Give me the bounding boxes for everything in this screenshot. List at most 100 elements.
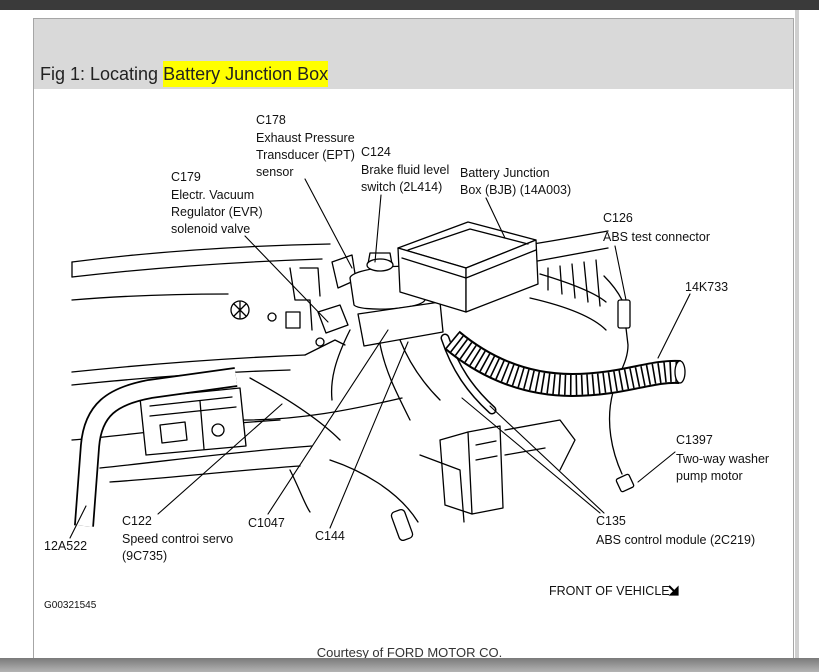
- speed-control-servo: [159, 421, 188, 444]
- callout-code-c124: C124: [361, 145, 391, 159]
- leader-line-c122: [157, 403, 283, 515]
- figure-title-prefix: Fig 1: Locating: [40, 64, 164, 84]
- figure-header: Fig 1: Locating Battery Junction Box: [34, 19, 793, 89]
- leader-line-c144: [329, 341, 409, 529]
- evr-solenoid-valve: [315, 337, 325, 347]
- callout-text-c178: Transducer (EPT): [256, 148, 355, 162]
- master-cylinder: [357, 301, 444, 347]
- speed-control-servo: [211, 423, 225, 437]
- callout-text-c178: sensor: [256, 165, 294, 179]
- brake-fluid-reservoir-cap: [367, 252, 393, 265]
- leader-line-14k733: [657, 293, 691, 359]
- battery-junction-box: [465, 239, 539, 313]
- firewall-grommet: [230, 300, 250, 320]
- right-scroll-edge: [795, 10, 799, 658]
- cowl-edge: [71, 258, 323, 278]
- abs-control-module: [467, 425, 504, 515]
- callout-text-bjb: Battery Junction: [460, 166, 550, 180]
- callout-code-c126: C126: [603, 211, 633, 225]
- brake-line: [399, 339, 441, 401]
- callout-text-c122: (9C735): [122, 549, 167, 563]
- leader-line-c179: [244, 235, 329, 323]
- radiator-support-line: [289, 469, 311, 513]
- callout-code-12a522: 12A522: [44, 539, 87, 553]
- callout-text-c179: solenoid valve: [171, 222, 250, 236]
- figure-id: G00321545: [44, 600, 97, 611]
- callout-text-c135: ABS control module (2C219): [596, 533, 755, 547]
- leader-line-c124: [374, 194, 382, 263]
- leader-line-12a522: [69, 505, 87, 539]
- cowl-edge: [71, 243, 331, 263]
- abs-control-module: [439, 431, 473, 515]
- figure-title: Fig 1: Locating Battery Junction Box: [40, 61, 329, 87]
- battery-junction-box-lid: [407, 228, 529, 251]
- callout-text-c124: Brake fluid level: [361, 163, 449, 177]
- figure-panel: Fig 1: Locating Battery Junction Box: [33, 18, 794, 672]
- callout-text-bjb: Box (BJB) (14A003): [460, 183, 571, 197]
- leader-line-bjb: [485, 197, 506, 239]
- speed-control-cable: [243, 397, 403, 421]
- inner-fender-line: [109, 465, 301, 483]
- callout-text-c179: Electr. Vacuum: [171, 188, 254, 202]
- leader-line-c135: [489, 405, 605, 514]
- callout-code-c122: C122: [122, 514, 152, 528]
- leader-lines: [69, 178, 691, 539]
- callout-code-c144: C144: [315, 529, 345, 543]
- evr-solenoid-valve: [317, 304, 349, 334]
- firewall-grommet: [233, 301, 247, 319]
- callout-code-c179: C179: [171, 170, 201, 184]
- fender-line: [71, 354, 306, 373]
- wiring-harness-conduit: [445, 332, 681, 395]
- bracket: [289, 267, 313, 331]
- callout-code-c178: C178: [256, 113, 286, 127]
- callout-text-c122: Speed controi servo: [122, 532, 233, 546]
- leader-line-c126: [614, 245, 627, 301]
- top-bar: [0, 0, 819, 10]
- callout-code-14k733: 14K733: [685, 280, 728, 294]
- callout-text-c178: Exhaust Pressure: [256, 131, 355, 145]
- radiator-support-line: [419, 454, 465, 523]
- bracket: [299, 267, 321, 297]
- battery-junction-box-lid: [401, 249, 537, 279]
- leader-line-c135: [461, 397, 601, 514]
- cowl-edge: [531, 247, 609, 263]
- callout-text-c179: Regulator (EVR): [171, 205, 263, 219]
- arrow-icon: [668, 585, 679, 596]
- washer-pump-wire: [608, 327, 629, 475]
- abs-test-connector-wire: [603, 275, 623, 301]
- callout-text-c126: ABS test connector: [603, 230, 710, 244]
- leader-line-c1047: [267, 329, 389, 515]
- brake-line: [379, 343, 411, 421]
- front-of-vehicle-label: FRONT OF VEHICLE: [549, 584, 670, 598]
- firewall-grommet: [267, 312, 277, 322]
- callout-labels: C178 Exhaust Pressure Transducer (EPT) s…: [44, 113, 769, 611]
- lower-hose: [390, 508, 414, 542]
- callout-text-c1397: Two-way washer: [676, 452, 769, 466]
- inner-fender-line: [99, 445, 313, 469]
- radiator-support-line: [329, 459, 419, 523]
- highlighted-search-term: Battery Junction Box: [163, 61, 329, 87]
- callout-code-c135: C135: [596, 514, 626, 528]
- leader-line-c1397: [637, 451, 676, 483]
- callout-code-c1397: C1397: [676, 433, 713, 447]
- figure-credit: Courtesy of FORD MOTOR CO.: [316, 645, 503, 660]
- callout-text-c124: switch (2L414): [361, 180, 442, 194]
- fender-line: [304, 339, 346, 356]
- engine-bay-line-art: [71, 221, 686, 542]
- leader-line-c178: [304, 178, 353, 269]
- wiring-harness-conduit-end: [674, 360, 686, 384]
- speed-control-servo: [149, 396, 237, 450]
- cowl-panel: [71, 293, 229, 301]
- callout-code-c1047: C1047: [248, 516, 285, 530]
- abs-control-module: [475, 440, 498, 461]
- fender-line: [249, 377, 341, 441]
- arrow-icon-head: [668, 585, 679, 596]
- washer-reservoir-line: [504, 419, 576, 471]
- hose-12a522: [75, 368, 238, 527]
- washer-pump-connector: [615, 473, 635, 493]
- bracket: [285, 311, 301, 329]
- cowl-grille: [547, 259, 601, 307]
- bottom-bar: [0, 658, 819, 672]
- abs-test-connector: [617, 299, 631, 329]
- brake-fluid-reservoir-cap: [366, 258, 394, 272]
